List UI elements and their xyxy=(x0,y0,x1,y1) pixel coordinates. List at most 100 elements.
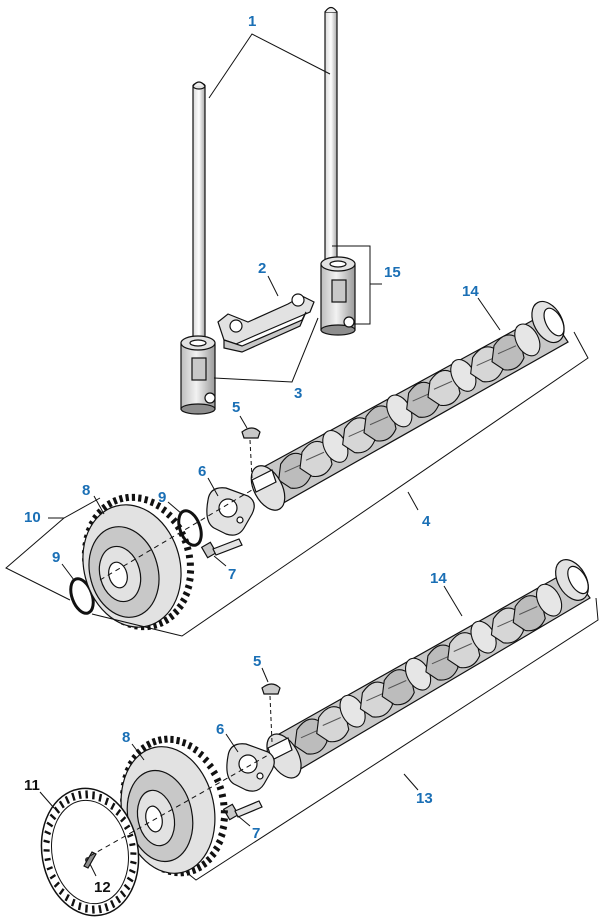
camshaft-upper xyxy=(250,300,569,511)
gear-tooth xyxy=(145,740,152,749)
callout-5-upper: 5 xyxy=(232,399,240,416)
gear-tooth xyxy=(172,608,180,616)
gear-tooth xyxy=(192,745,199,754)
gear-tooth xyxy=(186,577,194,582)
camshaft-lobe xyxy=(497,345,517,355)
gear-tooth xyxy=(181,738,187,747)
tone-wheel-slot xyxy=(85,904,88,913)
tone-wheel-slot xyxy=(123,883,131,891)
tone-wheel-slot xyxy=(119,890,127,898)
callout-6-lower: 6 xyxy=(216,721,224,738)
camshaft-lobe xyxy=(322,717,341,726)
callout-15: 15 xyxy=(384,264,401,281)
callout-5-lower: 5 xyxy=(253,653,261,670)
gear-tooth xyxy=(202,756,210,764)
gear-tooth xyxy=(118,494,124,503)
gear-tooth xyxy=(186,570,195,574)
o-ring-upper-right xyxy=(177,509,203,547)
camshaft-lobe xyxy=(316,706,350,743)
tone-wheel-slot xyxy=(98,793,103,802)
camshaft-lobe xyxy=(497,618,516,628)
gear-tooth xyxy=(106,499,113,508)
gear-tooth xyxy=(220,817,228,822)
tone-wheel-slot xyxy=(53,806,61,814)
leader-lines xyxy=(5,33,599,881)
camshaft-lobe xyxy=(299,440,333,478)
valve-lifter-right xyxy=(320,256,356,336)
gear-tooth xyxy=(179,597,188,604)
tone-wheel-slot xyxy=(49,813,57,821)
gear-tooth xyxy=(217,832,226,838)
camshaft-lobe xyxy=(366,692,385,702)
tone-wheel-slot xyxy=(46,866,54,871)
callout-7-lower: 7 xyxy=(252,825,260,842)
woodruff-key-lower xyxy=(261,683,281,695)
gear-tooth xyxy=(201,860,208,868)
camshaft-lobe xyxy=(305,451,325,461)
tone-wheel-slot xyxy=(92,791,95,800)
tone-wheel-slot xyxy=(58,888,65,896)
camshaft-lobe xyxy=(381,669,415,706)
gear-tooth xyxy=(212,845,221,852)
gear-tooth xyxy=(168,612,175,621)
callout-9-lower: 9 xyxy=(52,549,60,566)
camshaft-lobe xyxy=(519,606,538,615)
tone-wheel-screw xyxy=(83,851,97,869)
tone-wheel-slot xyxy=(109,899,116,909)
camshaft-lobe xyxy=(491,334,525,371)
tone-wheel-slot xyxy=(98,904,102,914)
tone-wheel-slot xyxy=(49,874,57,880)
camshaft-lobe xyxy=(453,643,472,652)
tone-wheel-slot xyxy=(126,833,134,838)
tone-wheel-slot xyxy=(128,868,136,874)
camshaft-lobe xyxy=(512,595,546,632)
camshaft-lobe xyxy=(388,680,407,689)
tone-wheel-slot xyxy=(129,842,136,847)
gear-tooth xyxy=(125,493,130,502)
gear-tooth xyxy=(163,616,170,625)
gear-tooth xyxy=(165,511,173,519)
gear-tooth xyxy=(185,554,194,559)
axis-line-upper xyxy=(99,489,253,581)
gear-tooth xyxy=(174,523,183,531)
tone-wheel-slot xyxy=(115,895,122,904)
gear-tooth xyxy=(170,517,178,525)
woodruff-key-upper xyxy=(241,427,261,439)
thrust-plate-upper xyxy=(206,487,255,536)
callout-8-upper: 8 xyxy=(82,482,90,499)
gear-tooth xyxy=(143,496,149,504)
gear-tooth xyxy=(176,603,184,610)
gear-tooth xyxy=(197,750,205,759)
tone-wheel-slot xyxy=(43,839,50,844)
pushrod-left xyxy=(192,81,206,343)
gear-tooth xyxy=(182,590,191,597)
callout-13: 13 xyxy=(416,790,433,807)
camshaft-lobe xyxy=(447,632,481,669)
tone-wheel-slot xyxy=(58,800,65,809)
callouts: 1 2 3 15 14 5 6 4 7 8 9 10 9 14 5 6 8 13… xyxy=(24,13,479,896)
gear-tooth xyxy=(216,785,225,791)
camshaft-lobe xyxy=(433,380,453,390)
callout-1: 1 xyxy=(248,13,256,30)
valve-lifter-left xyxy=(180,335,216,415)
camshaft-lobe xyxy=(431,655,451,665)
thrust-plate-lower xyxy=(226,743,275,792)
axis-line-lower xyxy=(89,753,271,857)
callout-6-upper: 6 xyxy=(198,463,206,480)
gear-tooth xyxy=(160,506,168,514)
gear-tooth xyxy=(220,801,228,806)
gear-tooth xyxy=(149,498,155,507)
gear-tooth xyxy=(151,737,157,746)
callout-14-upper: 14 xyxy=(462,283,479,300)
gear-tooth xyxy=(112,496,118,505)
gear-tooth xyxy=(218,793,227,799)
gear-tooth xyxy=(175,736,181,745)
tone-wheel-slot xyxy=(64,893,70,902)
tone-wheel-slot xyxy=(104,903,109,912)
camshaft-lobe xyxy=(427,369,461,407)
gear-tooth xyxy=(101,503,108,512)
callout-14-lower: 14 xyxy=(430,570,447,587)
gear-tooth xyxy=(157,736,163,744)
tone-wheel-slot xyxy=(64,795,71,805)
